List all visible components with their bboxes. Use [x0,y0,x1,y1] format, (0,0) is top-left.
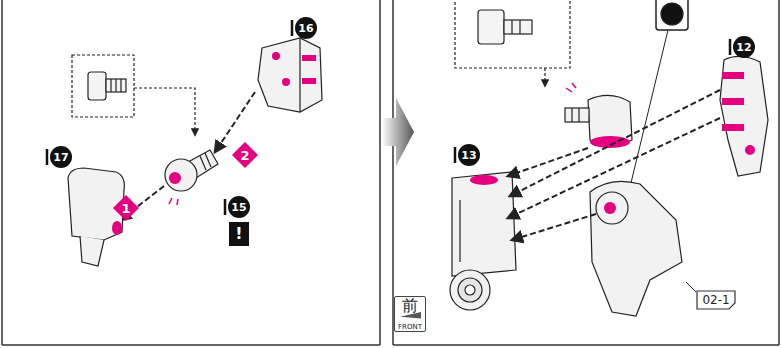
front-icon: 前 FRONT [394,296,426,332]
label-text: ! [235,226,242,242]
part-number: 16 [295,17,317,39]
part-number: 12 [733,36,755,58]
reference-tag: 02-1 [696,290,736,310]
label-text: 15 [231,202,246,213]
label-text: 16 [298,23,313,34]
step-arrow [382,98,414,166]
label-text: 17 [53,152,68,163]
part-number: 15 [228,196,250,218]
label-text: FRONT [397,324,423,331]
part-number: 17 [50,146,72,168]
label-text: 13 [461,150,476,161]
right-parts [450,0,768,316]
label-text: 12 [736,42,751,53]
label-text: 1 [121,202,130,215]
step-number: 2 [232,142,258,168]
part-number: 13 [458,144,480,166]
left-parts [68,38,322,266]
label-text: 2 [240,149,249,162]
label-text: 前 [402,298,418,314]
step-number: 1 [113,195,139,221]
label-text: 02-1 [702,294,729,306]
caution-mark: ! [229,222,249,246]
